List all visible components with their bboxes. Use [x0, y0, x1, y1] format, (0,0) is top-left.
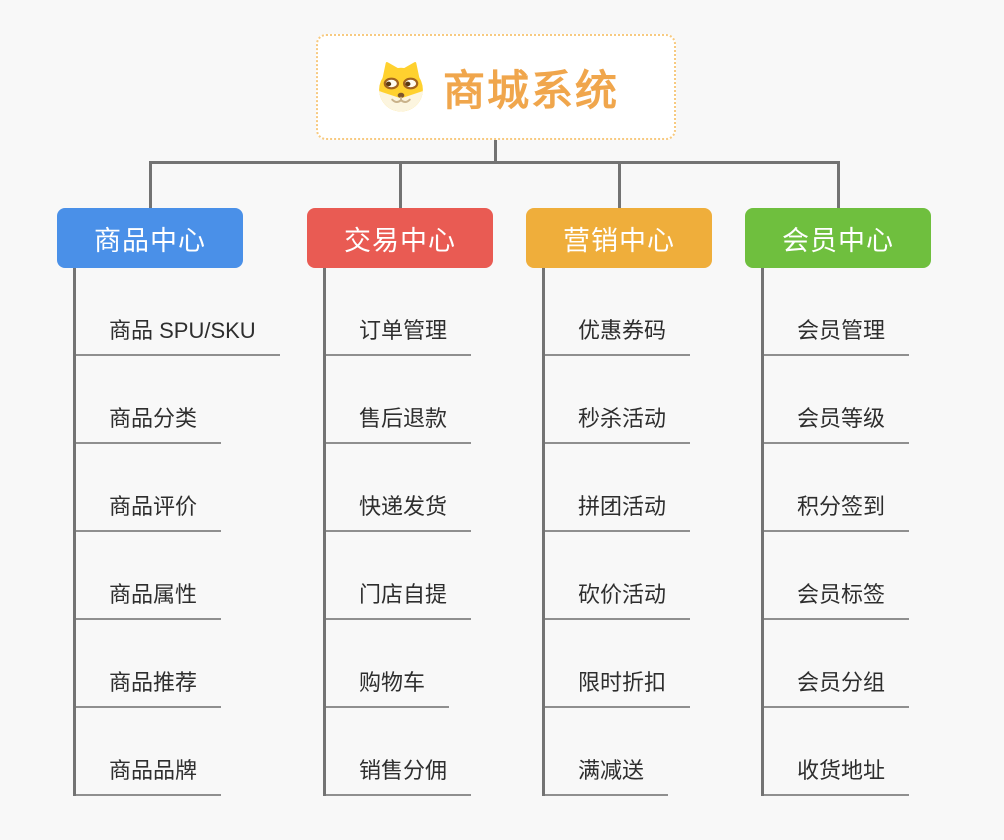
child-label: 拼团活动: [545, 494, 691, 532]
branch-node[interactable]: 营销中心: [526, 208, 712, 268]
child-label: 购物车: [326, 670, 450, 708]
child-label: 会员分组: [764, 670, 910, 708]
child-label: 满减送: [545, 758, 669, 796]
child-label: 商品推荐: [76, 670, 222, 708]
branch-children: 订单管理 售后退款 快递发货 门店自提 购物车 销售分佣: [323, 268, 493, 796]
branch-label: 会员中心: [782, 225, 894, 256]
connector-branch-drop: [836, 161, 840, 208]
dog-logo-icon: [373, 59, 429, 115]
root-node[interactable]: 商城系统: [316, 34, 676, 140]
child-label: 快递发货: [326, 494, 472, 532]
branch-node[interactable]: 会员中心: [745, 208, 931, 268]
child-label: 商品属性: [76, 582, 222, 620]
child-node[interactable]: 优惠券码: [545, 268, 712, 356]
child-node[interactable]: 限时折扣: [545, 620, 712, 708]
child-label: 会员管理: [764, 318, 910, 356]
branch-1: 商品中心 商品 SPU/SKU 商品分类 商品评价 商品属性 商品推荐 商品品牌: [57, 208, 280, 796]
child-node[interactable]: 会员标签: [764, 532, 931, 620]
child-label: 售后退款: [326, 406, 472, 444]
branch-children: 优惠券码 秒杀活动 拼团活动 砍价活动 限时折扣 满减送: [542, 268, 712, 796]
child-node[interactable]: 会员管理: [764, 268, 931, 356]
branch-children: 会员管理 会员等级 积分签到 会员标签 会员分组 收货地址: [761, 268, 931, 796]
child-node[interactable]: 会员等级: [764, 356, 931, 444]
child-node[interactable]: 商品评价: [76, 444, 280, 532]
child-node[interactable]: 满减送: [545, 708, 712, 796]
branch-label: 交易中心: [344, 225, 456, 256]
child-node[interactable]: 商品属性: [76, 532, 280, 620]
child-node[interactable]: 销售分佣: [326, 708, 493, 796]
child-label: 收货地址: [764, 758, 910, 796]
child-node[interactable]: 拼团活动: [545, 444, 712, 532]
branch-label: 商品中心: [94, 225, 206, 256]
connector-branch-drop: [148, 161, 152, 208]
child-node[interactable]: 秒杀活动: [545, 356, 712, 444]
connector-branch-drop: [398, 161, 402, 208]
branch-2: 交易中心 订单管理 售后退款 快递发货 门店自提 购物车 销售分佣: [307, 208, 493, 796]
child-label: 限时折扣: [545, 670, 691, 708]
branch-4: 会员中心 会员管理 会员等级 积分签到 会员标签 会员分组 收货地址: [745, 208, 931, 796]
connector-root-stem: [494, 140, 497, 164]
branch-node[interactable]: 交易中心: [307, 208, 493, 268]
child-node[interactable]: 售后退款: [326, 356, 493, 444]
child-label: 会员等级: [764, 406, 910, 444]
branch-3: 营销中心 优惠券码 秒杀活动 拼团活动 砍价活动 限时折扣 满减送: [526, 208, 712, 796]
child-node[interactable]: 商品推荐: [76, 620, 280, 708]
child-label: 会员标签: [764, 582, 910, 620]
child-label: 秒杀活动: [545, 406, 691, 444]
child-node[interactable]: 积分签到: [764, 444, 931, 532]
child-node[interactable]: 会员分组: [764, 620, 931, 708]
child-label: 砍价活动: [545, 582, 691, 620]
child-label: 商品 SPU/SKU: [76, 318, 280, 356]
child-node[interactable]: 商品 SPU/SKU: [76, 268, 280, 356]
child-node[interactable]: 收货地址: [764, 708, 931, 796]
child-node[interactable]: 快递发货: [326, 444, 493, 532]
child-node[interactable]: 砍价活动: [545, 532, 712, 620]
child-node[interactable]: 商品分类: [76, 356, 280, 444]
branch-label: 营销中心: [563, 225, 675, 256]
child-label: 门店自提: [326, 582, 472, 620]
child-label: 商品分类: [76, 406, 222, 444]
child-label: 商品评价: [76, 494, 222, 532]
child-label: 商品品牌: [76, 758, 222, 796]
child-label: 销售分佣: [326, 758, 472, 796]
child-label: 积分签到: [764, 494, 910, 532]
child-node[interactable]: 订单管理: [326, 268, 493, 356]
connector-branch-drop: [617, 161, 621, 208]
branch-children: 商品 SPU/SKU 商品分类 商品评价 商品属性 商品推荐 商品品牌: [73, 268, 280, 796]
child-label: 优惠券码: [545, 318, 691, 356]
connector-bus: [148, 161, 840, 164]
child-label: 订单管理: [326, 318, 472, 356]
child-node[interactable]: 门店自提: [326, 532, 493, 620]
branch-node[interactable]: 商品中心: [57, 208, 243, 268]
root-title: 商城系统: [442, 66, 619, 114]
child-node[interactable]: 购物车: [326, 620, 493, 708]
child-node[interactable]: 商品品牌: [76, 708, 280, 796]
